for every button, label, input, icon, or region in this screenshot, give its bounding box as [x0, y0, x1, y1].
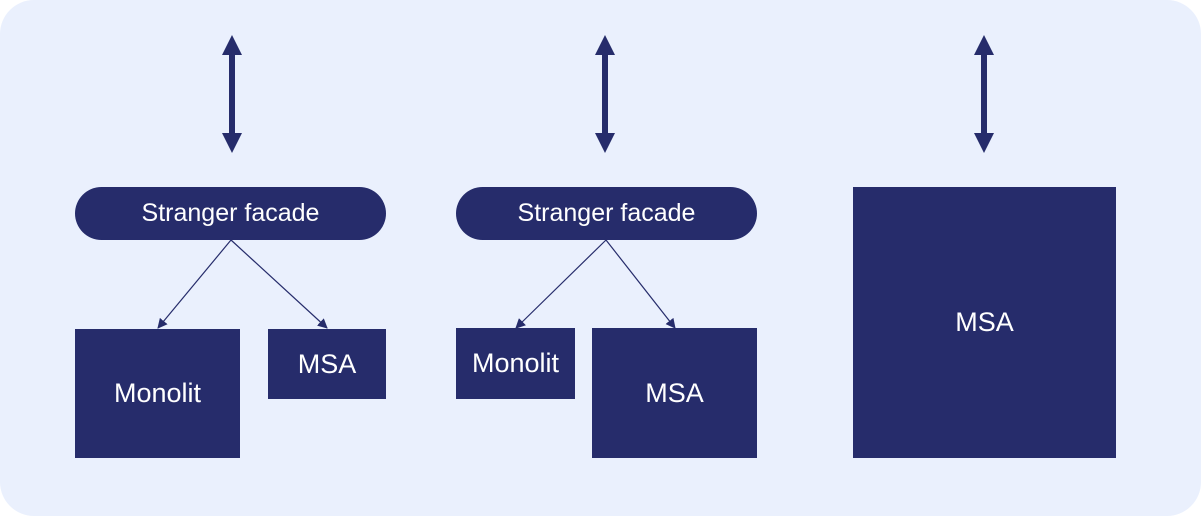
- stage2-monolith-box: Monolit: [456, 328, 575, 399]
- stage2-facade-label: Stranger facade: [517, 199, 696, 227]
- bidirectional-arrow-stage-3: [974, 35, 994, 153]
- stage1-facade: Stranger facade: [75, 187, 386, 240]
- stage1-monolith-box: Monolit: [75, 329, 240, 458]
- stage2-msa-box: MSA: [592, 328, 757, 458]
- stage2-facade: Stranger facade: [456, 187, 757, 240]
- stage1-msa-box: MSA: [268, 329, 386, 399]
- stage2-monolith-label: Monolit: [471, 348, 560, 378]
- arrow-facade2-to-msa: [605, 239, 676, 329]
- stage1-msa-label: MSA: [297, 348, 357, 379]
- stage2-msa-label: MSA: [645, 377, 704, 408]
- arrow-facade2-to-monolith: [515, 239, 607, 329]
- stage1-facade-label: Stranger facade: [141, 199, 320, 227]
- stage3-msa-label: MSA: [955, 307, 1014, 337]
- arrow-facade1-to-msa: [230, 239, 328, 329]
- stage1-monolith-label: Monolit: [113, 378, 202, 408]
- stage3-msa-box: MSA: [853, 187, 1116, 458]
- arrow-facade1-to-monolith: [157, 239, 232, 329]
- bidirectional-arrow-stage-1: [222, 35, 242, 153]
- bidirectional-arrow-stage-2: [595, 35, 615, 153]
